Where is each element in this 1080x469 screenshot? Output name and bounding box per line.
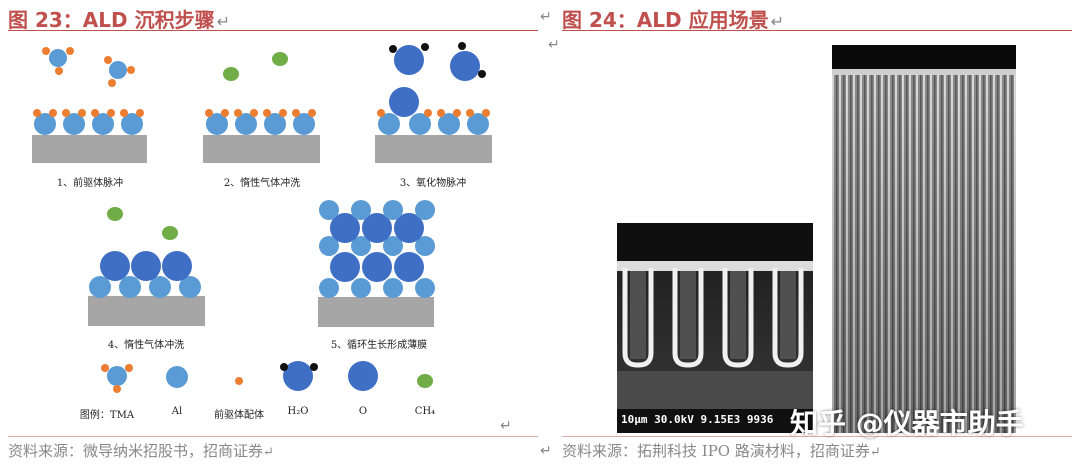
step4-panel xyxy=(88,207,205,326)
legend-icons xyxy=(101,361,433,393)
return-mark: ↵ xyxy=(770,12,784,31)
figure-24-title-text: 图 24：ALD 应用场景 xyxy=(562,8,769,32)
return-mark: ↵ xyxy=(216,12,230,31)
legend-h2o: H₂O xyxy=(287,406,309,417)
sem-scale-label: 10μm 30.0kV 9.15E3 9936 xyxy=(621,413,774,426)
return-mark: ↵ xyxy=(540,9,552,25)
figure-23-rule xyxy=(8,30,538,31)
figure-24-source-text: 资料来源：拓荆科技 IPO 路演材料，招商证券 xyxy=(562,442,870,460)
sem-trench-image xyxy=(617,223,813,433)
return-mark: ↵ xyxy=(869,445,881,460)
watermark: 知乎 @仪器市助手 xyxy=(790,407,1024,440)
legend-prefix: 图例：TMA xyxy=(79,410,135,421)
figure-23-source-rule xyxy=(8,436,538,437)
figure-24-title: 图 24：ALD 应用场景↵ xyxy=(562,4,784,33)
legend-ch4: CH₄ xyxy=(414,406,436,417)
figure-23-source: 资料来源：微导纳米招股书，招商证券↵ xyxy=(8,440,274,461)
legend-al: Al xyxy=(171,406,183,417)
step-4-caption: 4、惰性气体冲洗 xyxy=(107,340,185,351)
return-mark: ↵ xyxy=(540,443,552,459)
figure-23-title: 图 23：ALD 沉积步骤↵ xyxy=(8,4,230,33)
figure-23-title-text: 图 23：ALD 沉积步骤 xyxy=(8,8,215,32)
step-1-caption: 1、前驱体脉冲 xyxy=(56,178,124,189)
legend-ligand: 前驱体配体 xyxy=(214,410,264,421)
return-mark: ↵ xyxy=(500,418,512,434)
figure-23-source-text: 资料来源：微导纳米招股书，招商证券 xyxy=(8,442,264,460)
step1-panel xyxy=(32,47,147,163)
figure-24-source: 资料来源：拓荆科技 IPO 路演材料，招商证券↵ xyxy=(562,440,881,461)
ald-steps-diagram xyxy=(32,42,492,393)
return-mark: ↵ xyxy=(548,37,560,53)
step3-panel xyxy=(375,42,492,163)
legend-o: O xyxy=(358,406,368,417)
step5-panel xyxy=(318,200,435,327)
step-5-caption: 5、循环生长形成薄膜 xyxy=(330,340,428,351)
sem-deep-trench-image xyxy=(832,45,1016,433)
return-mark: ↵ xyxy=(263,445,274,460)
step2-panel xyxy=(203,52,320,163)
step-2-caption: 2、惰性气体冲洗 xyxy=(223,178,301,189)
figure-24-rule xyxy=(562,30,1072,31)
figure-24-source-rule xyxy=(562,436,1072,437)
step-3-caption: 3、氧化物脉冲 xyxy=(399,178,467,189)
